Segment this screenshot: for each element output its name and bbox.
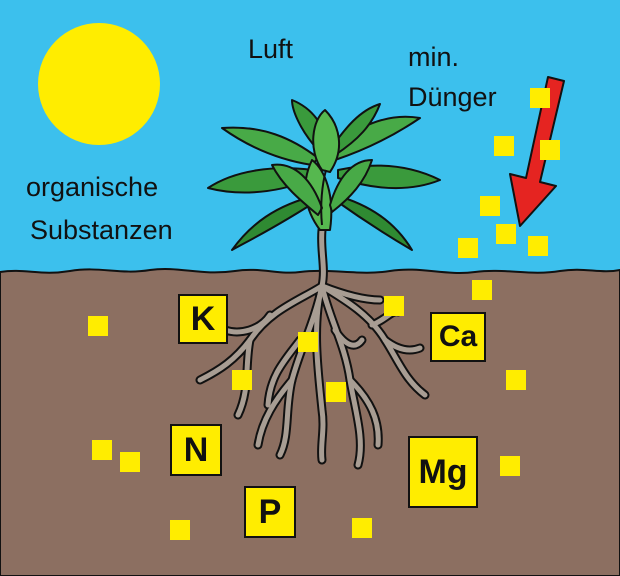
- nutrient-particle: [496, 224, 516, 244]
- fertilizer-arrow-icon: [509, 76, 565, 227]
- nutrient-particle: [472, 280, 492, 300]
- nutrient-particle: [458, 238, 478, 258]
- air-label: Luft: [248, 34, 294, 64]
- sun-icon: [38, 23, 160, 145]
- nutrient-box-mg: Mg: [408, 436, 478, 508]
- nutrient-particle: [480, 196, 500, 216]
- roots: [195, 225, 430, 470]
- fertilizer-label-line1: min.: [408, 42, 460, 72]
- organic-label-line2: Substanzen: [30, 215, 173, 245]
- nutrient-particle: [506, 370, 526, 390]
- nutrient-particle: [88, 316, 108, 336]
- nutrient-particle: [170, 520, 190, 540]
- nutrient-particle: [92, 440, 112, 460]
- plant-icon: [207, 99, 441, 251]
- nutrient-particle: [530, 88, 550, 108]
- nutrient-particle: [384, 296, 404, 316]
- nutrient-box-n: N: [170, 424, 222, 476]
- fertilizer-label-line2: Dünger: [408, 82, 497, 112]
- nutrient-particle: [232, 370, 252, 390]
- nutrient-particle: [298, 332, 318, 352]
- nutrient-particle: [326, 382, 346, 402]
- nutrient-particle: [500, 456, 520, 476]
- nutrient-box-k: K: [178, 294, 228, 344]
- nutrient-particle: [540, 140, 560, 160]
- organic-label-line1: organische: [26, 172, 159, 202]
- nutrient-particle: [120, 452, 140, 472]
- nutrient-box-ca: Ca: [430, 312, 486, 362]
- nutrient-particle: [352, 518, 372, 538]
- nutrient-particle: [528, 236, 548, 256]
- nutrient-particle: [494, 136, 514, 156]
- nutrient-box-p: P: [244, 486, 296, 538]
